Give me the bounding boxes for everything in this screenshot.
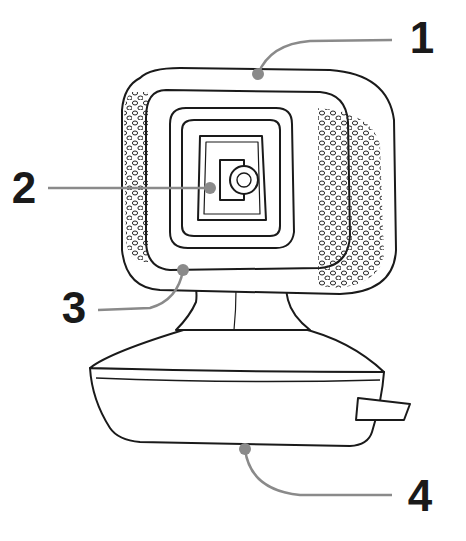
leader-dots (177, 68, 264, 455)
vent-holes (120, 88, 150, 268)
callout-number: 3 (62, 286, 86, 330)
leader-lines (48, 40, 392, 495)
vent-holes (310, 100, 400, 300)
webcam-body (90, 68, 410, 446)
callout-number: 4 (408, 474, 432, 518)
callout-number: 2 (12, 166, 36, 210)
callout-number: 1 (410, 16, 434, 60)
